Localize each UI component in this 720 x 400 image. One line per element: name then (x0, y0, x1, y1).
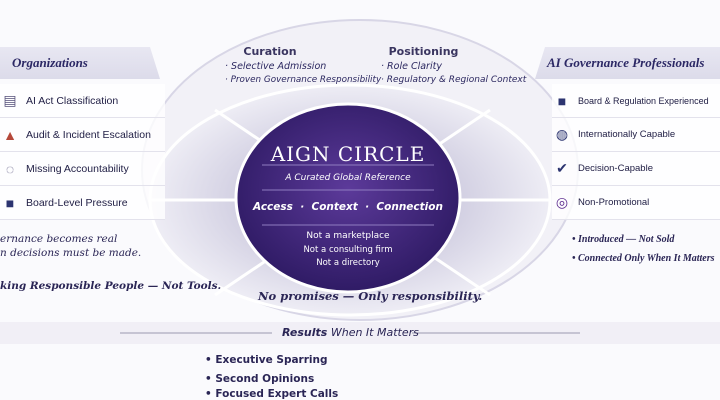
curation-item: · Selective Admission (225, 61, 327, 72)
item-label: Decision-Capable (578, 163, 653, 174)
negation: Not a marketplace (306, 231, 390, 241)
result-item: • Second Opinions (205, 373, 315, 385)
target-icon: ◎ (555, 194, 569, 210)
list-item: ■ Board & Regulation Experienced (552, 84, 720, 118)
item-label: Audit & Incident Escalation (26, 128, 151, 141)
item-text: Role Clarity (387, 61, 442, 72)
result-item: • Executive Sparring (205, 354, 328, 366)
warning-icon: ▲ (3, 126, 17, 143)
positioning-item: · Role Clarity (381, 61, 442, 72)
results-title: Results (282, 326, 328, 339)
document-icon: ▤ (3, 92, 17, 108)
bullet-text: Connected Only When It Matters (578, 253, 715, 264)
list-item: ✔ Decision-Capable (552, 152, 720, 186)
center-title: AIGN CIRCLE (270, 142, 426, 166)
list-item: ■ Board-Level Pressure (0, 186, 165, 220)
checkmark-icon: ✔ (556, 160, 568, 176)
note-line: ernance becomes real (0, 233, 118, 245)
center-pillars: Access · Context · Connection (253, 201, 443, 213)
results-subtitle: When It Matters (330, 326, 419, 339)
list-item: ◎ Non-Promotional (552, 186, 720, 220)
list-item: ◌ Missing Accountability (0, 152, 165, 186)
results-band (0, 322, 720, 344)
item-label: Internationally Capable (578, 129, 676, 140)
item-text: Regulatory & Regional Context (386, 75, 527, 85)
item-label: AI Act Classification (26, 94, 119, 107)
result-text: Second Opinions (215, 373, 315, 385)
note-line: n decisions must be made. (0, 247, 142, 259)
result-text: Executive Sparring (215, 354, 328, 366)
positioning-section: Positioning · Role Clarity · Regulatory … (381, 45, 526, 85)
briefcase-icon: ■ (5, 194, 15, 211)
item-text: Proven Governance Responsibility (230, 75, 382, 85)
list-item: ◍ Internationally Capable (552, 118, 720, 152)
negation: Not a directory (316, 258, 380, 268)
center-subtitle: A Curated Global Reference (285, 173, 411, 183)
bullet-text: Introduced — Not Sold (578, 234, 675, 245)
item-label: Missing Accountability (26, 162, 129, 175)
professionals-header: AI Governance Professionals (535, 47, 720, 79)
negation: Not a consulting firm (303, 245, 393, 255)
result-item: • Focused Expert Calls (205, 388, 339, 400)
curation-title: Curation (243, 45, 297, 58)
circle-arrows-icon: ◌ (5, 160, 15, 177)
organizations-header: Organizations (0, 47, 160, 79)
item-label: Non-Promotional (578, 197, 650, 208)
list-item: ▤ AI Act Classification (0, 84, 165, 118)
organizations-title: Organizations (12, 55, 88, 70)
item-label: Board & Regulation Experienced (578, 95, 709, 106)
promise-text: No promises — Only responsibility. (258, 289, 483, 303)
item-label: Board-Level Pressure (26, 196, 128, 209)
globe-icon: ◍ (555, 126, 569, 142)
professionals-title: AI Governance Professionals (547, 55, 705, 70)
positioning-item: · Regulatory & Regional Context (381, 75, 527, 85)
results-header: Results When It Matters (282, 326, 419, 339)
briefcase-plus-icon: ■ (557, 92, 567, 109)
center-circle (234, 102, 462, 294)
curation-section: Curation · Selective Admission · Proven … (225, 45, 381, 85)
item-text: Selective Admission (231, 61, 327, 72)
list-item: ▲ Audit & Incident Escalation (0, 118, 165, 152)
positioning-title: Positioning (388, 45, 459, 58)
curation-item: · Proven Governance Responsibility (225, 75, 382, 85)
bullet: • Introduced — Not Sold (572, 234, 675, 245)
result-text: Focused Expert Calls (215, 388, 339, 400)
tagline: king Responsible People — Not Tools. (0, 280, 222, 292)
bullet: • Connected Only When It Matters (572, 253, 715, 264)
